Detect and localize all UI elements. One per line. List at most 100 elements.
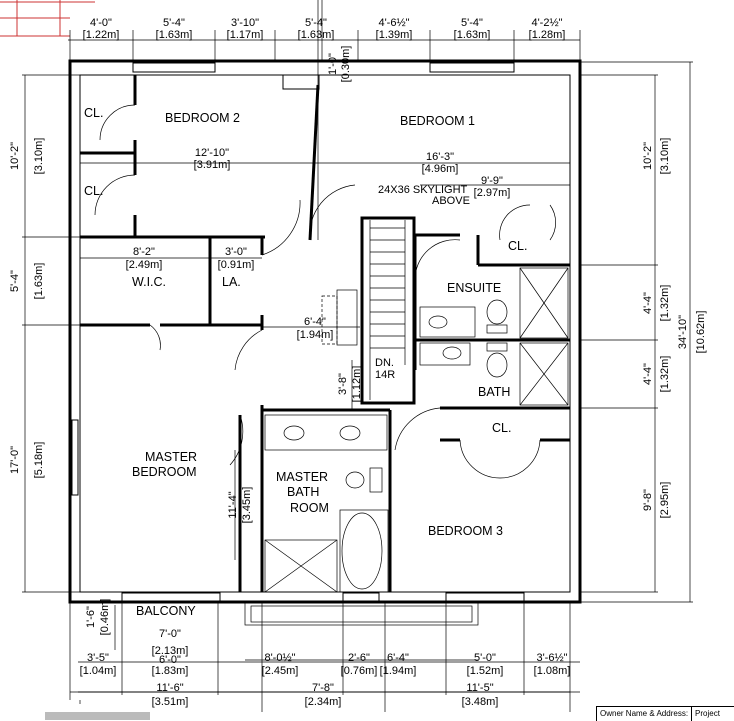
room-master-bath: MASTER xyxy=(276,470,328,484)
dim-ft: 4'-0" xyxy=(90,17,112,29)
dim-ft: 3'-0" xyxy=(225,246,247,258)
dim-m: [1.28m] xyxy=(529,29,566,41)
skylight-note: 24X36 SKYLIGHT xyxy=(378,184,468,196)
dim-m: [1.52m] xyxy=(467,665,504,677)
dim-m: [3.51m] xyxy=(152,696,189,708)
dim-m: [1.17m] xyxy=(227,29,264,41)
room-master-bath-line3: ROOM xyxy=(290,501,329,515)
room-closet: CL. xyxy=(84,106,103,120)
dim-ft: 11'-4" xyxy=(227,491,239,518)
room-balcony: BALCONY xyxy=(136,604,196,618)
plumbing-fixtures xyxy=(244,267,569,626)
room-bedroom-2: BEDROOM 2 xyxy=(165,111,240,125)
dim-m: [2.49m] xyxy=(126,259,163,271)
dim-m: [1.32m] xyxy=(659,356,671,393)
dim-ft: 3'-8" xyxy=(337,373,349,395)
dim-ft: 10'-2" xyxy=(642,142,654,170)
dim-m: [1.94m] xyxy=(297,329,334,341)
dim-ft: 8'-2" xyxy=(133,246,155,258)
dim-ft: 3'-6½" xyxy=(536,652,567,664)
dim-m: [2.13m] xyxy=(152,645,189,657)
project-label: Project xyxy=(691,707,723,721)
dim-m: [0.46m] xyxy=(99,599,111,636)
dim-m: [1.08m] xyxy=(534,665,571,677)
room-laundry: LA. xyxy=(222,275,241,289)
dim-ft: 5'-4" xyxy=(305,17,327,29)
dim-m: [0.30m] xyxy=(340,46,352,83)
dim-m: [2.45m] xyxy=(262,665,299,677)
room-labels: BEDROOM 2 BEDROOM 1 CL. CL. CL. CL. W.I.… xyxy=(84,106,527,618)
dim-ft: 10'-2" xyxy=(9,142,21,170)
dim-m: [2.95m] xyxy=(659,482,671,519)
dim-ft: 5'-4" xyxy=(163,17,185,29)
door-swings xyxy=(94,104,556,479)
room-bedroom-3: BEDROOM 3 xyxy=(428,524,503,538)
dim-m: [3.48m] xyxy=(462,696,499,708)
dim-m: [1.83m] xyxy=(152,665,189,677)
stair-note-line2: 14R xyxy=(375,369,395,381)
dimension-lines xyxy=(22,0,693,712)
dim-m: [3.10m] xyxy=(659,138,671,175)
dim-m: [10.62m] xyxy=(695,311,707,354)
room-wic: W.I.C. xyxy=(132,275,166,289)
owner-label: Owner Name & Address: xyxy=(600,709,689,718)
interior-walls xyxy=(80,75,570,592)
dim-m: [1.12m] xyxy=(351,366,363,403)
dim-ft: 34'-10" xyxy=(677,315,689,349)
room-closet: CL. xyxy=(492,421,511,435)
dim-ft: 2'-6" xyxy=(348,652,370,664)
dim-ft: 9'-9" xyxy=(481,175,503,187)
dimension-labels: 4'-0"[1.22m] 5'-4"[1.63m] 3'-10"[1.17m] … xyxy=(9,17,707,708)
dim-m: [5.18m] xyxy=(33,442,45,479)
dim-m: [3.91m] xyxy=(194,159,231,171)
dim-ft: 3'-5" xyxy=(87,652,109,664)
dim-ft: 11'-5" xyxy=(466,682,493,694)
dim-m: [2.34m] xyxy=(305,696,342,708)
dim-ft: 4'-2½" xyxy=(531,17,562,29)
dim-ft: 5'-4" xyxy=(461,17,483,29)
dim-ft: 5'-0" xyxy=(474,652,496,664)
room-master-bedroom: MASTER xyxy=(145,450,197,464)
dim-ft: 4'-6½" xyxy=(378,17,409,29)
dim-ft: 16'-3" xyxy=(426,151,454,163)
room-master-bath-line2: BATH xyxy=(287,485,319,499)
dim-m: [0.91m] xyxy=(218,259,255,271)
dim-ft: 9'-8" xyxy=(642,489,654,511)
dim-m: [1.04m] xyxy=(80,665,117,677)
room-bedroom-1: BEDROOM 1 xyxy=(400,114,475,128)
dim-m: [1.63m] xyxy=(454,29,491,41)
red-grid-fragment xyxy=(0,0,95,37)
title-block: Owner Name & Address: Project xyxy=(596,706,734,721)
scale-bar xyxy=(45,712,150,720)
dim-m: [1.22m] xyxy=(83,29,120,41)
stair-note: DN. xyxy=(375,357,394,369)
room-master-bedroom-line2: BEDROOM xyxy=(132,465,197,479)
dim-ft: 8'-0½" xyxy=(264,652,295,664)
dim-ft: 4'-4" xyxy=(642,292,654,314)
room-bath: BATH xyxy=(478,385,510,399)
dim-m: [2.97m] xyxy=(474,187,511,199)
dim-m: [1.32m] xyxy=(659,285,671,322)
skylight-note-line2: ABOVE xyxy=(432,195,470,207)
dim-ft: 6'-4" xyxy=(304,316,326,328)
exterior-walls xyxy=(68,59,582,604)
dim-m: [1.63m] xyxy=(156,29,193,41)
dim-m: [1.63m] xyxy=(298,29,335,41)
dim-ft: 17'-0" xyxy=(9,446,21,474)
dim-m: [4.96m] xyxy=(422,163,459,175)
dim-ft: 7'-0" xyxy=(159,628,181,640)
room-closet: CL. xyxy=(508,239,527,253)
dim-ft: 3'-10" xyxy=(231,17,259,29)
dim-m: [3.45m] xyxy=(241,487,253,524)
dim-m: [0.76m] xyxy=(341,665,378,677)
dim-ft: 5'-4" xyxy=(9,270,21,292)
dim-ft: 12'-10" xyxy=(195,147,229,159)
dim-m: [1.63m] xyxy=(33,263,45,300)
dim-ft: 1'-6" xyxy=(85,606,97,628)
staircase xyxy=(321,220,406,400)
dim-m: [1.94m] xyxy=(380,665,417,677)
dim-ft: 4'-4" xyxy=(642,363,654,385)
dim-ft: 6'-0" xyxy=(159,654,181,666)
dim-ft: 7'-8" xyxy=(312,682,334,694)
